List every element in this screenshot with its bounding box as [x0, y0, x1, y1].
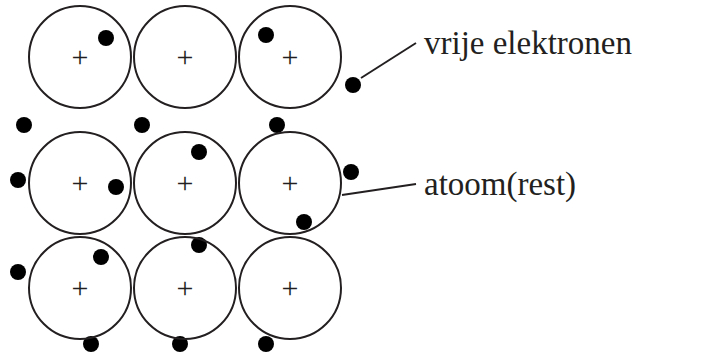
part-label: atoom(rest) — [424, 168, 576, 201]
atom-circle: + — [238, 5, 342, 109]
electron-dot — [10, 264, 26, 280]
leader-line — [361, 43, 416, 78]
atom-circle: + — [28, 5, 132, 109]
charge-sign: + — [282, 168, 299, 198]
electron-dot — [258, 336, 274, 352]
leader-line — [342, 184, 416, 195]
electron-dot — [258, 27, 274, 43]
atom-circle: + — [238, 236, 342, 340]
electron-dot — [191, 144, 207, 160]
atom-circle: + — [133, 236, 237, 340]
electron-dot — [98, 30, 114, 46]
electron-dot — [343, 164, 359, 180]
electron-dot — [108, 179, 124, 195]
electron-dot — [16, 117, 32, 133]
atom-circle: + — [133, 131, 237, 235]
charge-sign: + — [72, 273, 89, 303]
free-electrons — [10, 27, 361, 352]
electron-dot — [296, 214, 312, 230]
part-label: vrije elektronen — [424, 27, 632, 60]
charge-sign: + — [72, 42, 89, 72]
electron-dot — [10, 172, 26, 188]
charge-sign: + — [177, 168, 194, 198]
charge-sign: + — [72, 168, 89, 198]
atom-circle: + — [133, 5, 237, 109]
electron-dot — [93, 249, 109, 265]
atom-circle: + — [28, 131, 132, 235]
electron-dot — [134, 117, 150, 133]
charge-sign: + — [282, 42, 299, 72]
atom-circle: + — [238, 131, 342, 235]
electron-dot — [269, 117, 285, 133]
charge-sign: + — [282, 273, 299, 303]
electron-dot — [345, 77, 361, 93]
charge-sign: + — [177, 42, 194, 72]
atom-circle: + — [28, 236, 132, 340]
charge-sign: + — [177, 273, 194, 303]
